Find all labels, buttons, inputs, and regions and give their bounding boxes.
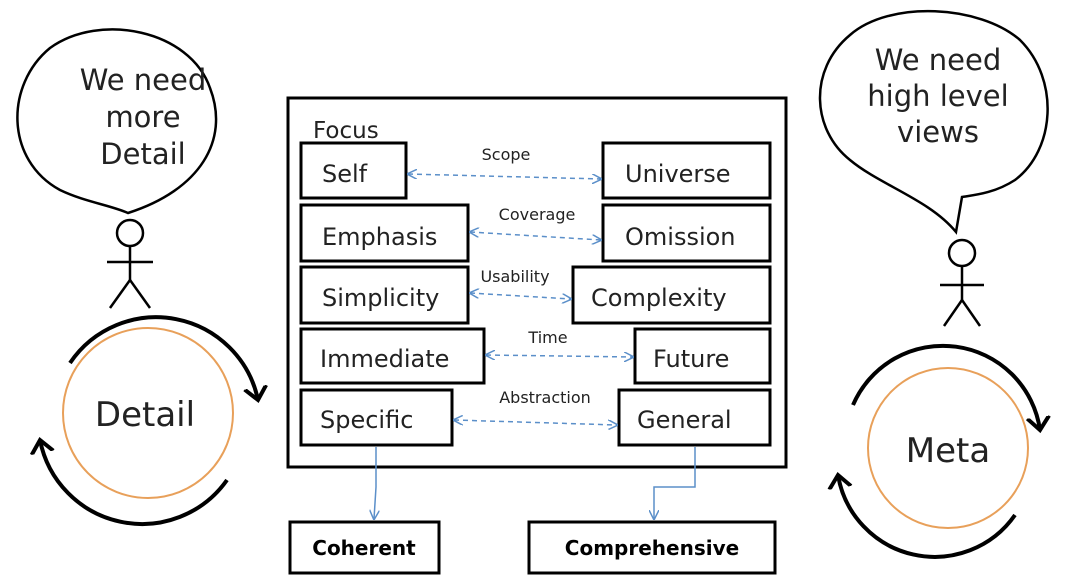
box-specific [299, 388, 454, 447]
right-speech-line-2: high level [867, 79, 1008, 113]
abstraction-arrow [454, 420, 617, 425]
meta-cycle-label: Meta [906, 431, 990, 471]
box-comprehensive [527, 520, 777, 575]
term-self: Self [322, 160, 368, 188]
box-universe [601, 141, 772, 200]
term-immediate: Immediate [320, 345, 449, 373]
right-speech-bubble: We need high level views [818, 9, 1049, 235]
term-complexity: Complexity [591, 284, 727, 312]
box-emphasis [299, 203, 470, 263]
detail-cycle: Detail [40, 315, 258, 526]
box-omission [601, 203, 772, 263]
meta-cycle: Meta [838, 343, 1040, 559]
left-speech-line-3: Detail [100, 137, 185, 171]
pair-row-5: Specific General Abstraction [299, 388, 772, 447]
left-speech-line-2: more [105, 100, 180, 134]
detail-cycle-label: Detail [95, 395, 195, 435]
term-universe: Universe [625, 160, 731, 188]
relation-time: Time [527, 328, 567, 347]
term-omission: Omission [625, 223, 736, 251]
general-to-comprehensive-connector [654, 447, 696, 519]
right-speech-line-1: We need [875, 43, 1002, 77]
left-speech-bubble: We need more Detail [16, 28, 218, 215]
meta-cycle-arrow-bottom [838, 475, 1017, 559]
time-arrow [486, 355, 633, 357]
relation-coverage: Coverage [499, 205, 576, 224]
term-specific: Specific [320, 406, 413, 434]
box-simplicity [299, 265, 470, 325]
focus-label: Focus [313, 118, 379, 144]
box-coherent [288, 520, 441, 575]
meta-cycle-ring [867, 367, 1029, 529]
relation-abstraction: Abstraction [499, 388, 591, 407]
term-general: General [637, 406, 732, 434]
box-complexity [571, 265, 772, 325]
relation-usability: Usability [480, 267, 549, 286]
outcome-comprehensive: Comprehensive [527, 520, 777, 575]
detail-cycle-arrow-bottom [40, 440, 229, 526]
relation-scope: Scope [482, 145, 531, 164]
specific-to-coherent-connector [374, 447, 376, 519]
outcome-coherent: Coherent [288, 520, 441, 575]
box-general [617, 388, 772, 447]
pair-row-1: Self Universe Scope [299, 141, 772, 200]
left-speech-line-1: We need [80, 63, 207, 97]
detail-cycle-arrow-top [68, 315, 258, 400]
usability-arrow [470, 293, 571, 299]
pair-row-4: Immediate Future Time [299, 327, 772, 385]
detail-cycle-ring [62, 327, 234, 499]
right-stick-figure [940, 238, 984, 327]
box-self [299, 141, 408, 200]
right-speech-line-3: views [897, 115, 979, 149]
pair-row-3: Simplicity Complexity Usability [299, 265, 772, 325]
box-immediate [299, 327, 486, 385]
outcome-comprehensive-label: Comprehensive [565, 536, 739, 560]
pair-row-2: Emphasis Omission Coverage [299, 203, 772, 263]
left-stick-figure [107, 218, 153, 309]
meta-cycle-arrow-top [851, 343, 1040, 430]
box-future [633, 327, 772, 385]
term-simplicity: Simplicity [322, 284, 439, 312]
term-emphasis: Emphasis [322, 223, 437, 251]
term-future: Future [653, 345, 729, 373]
coverage-arrow [470, 232, 601, 240]
outcome-coherent-label: Coherent [312, 536, 416, 560]
